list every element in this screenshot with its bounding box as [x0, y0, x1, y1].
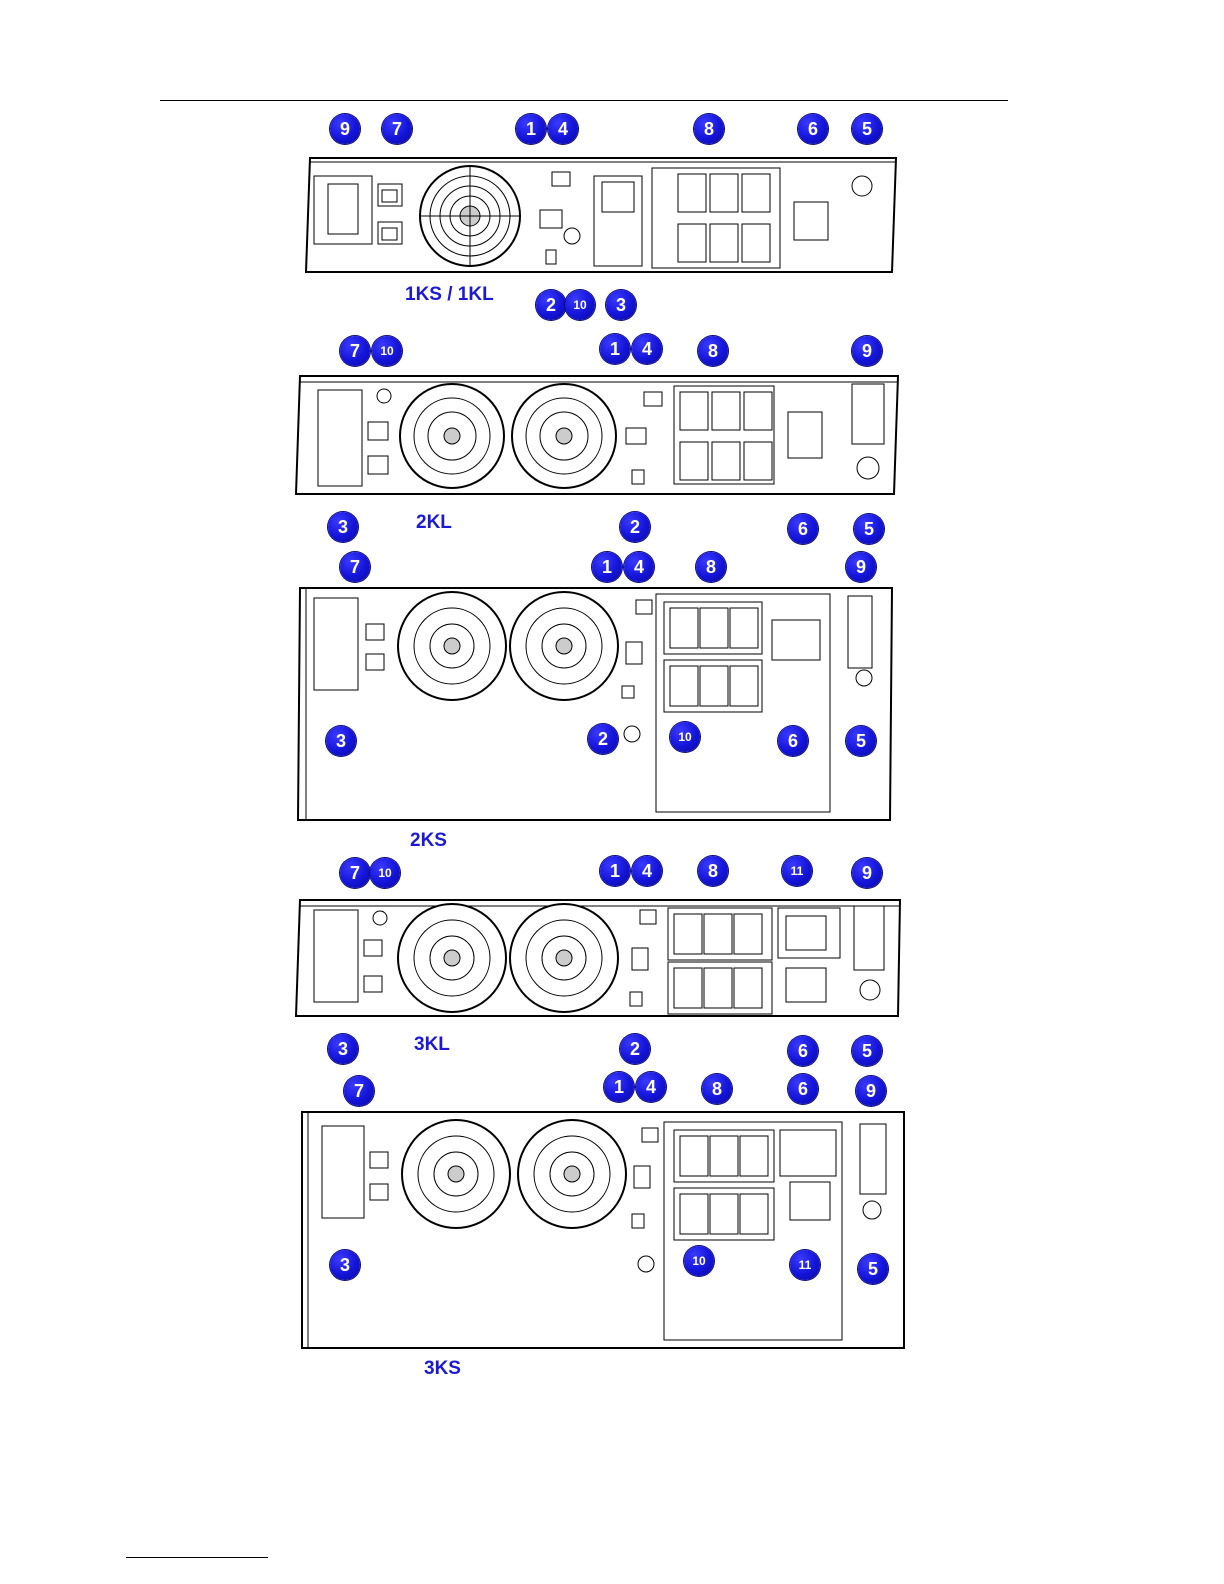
fan-grille-icon — [398, 904, 506, 1012]
callout-3kl-5: 5 — [852, 1036, 882, 1066]
callout-3kl-10: 10 — [370, 858, 400, 888]
rear-panel-1ks-1kl-drawing — [300, 112, 910, 327]
callout-1ks-7: 7 — [382, 114, 412, 144]
callout-3ks-9: 9 — [856, 1076, 886, 1106]
callout-3kl-8: 8 — [698, 856, 728, 886]
callout-3kl-1: 1 — [600, 856, 630, 886]
fan-grille-icon — [400, 384, 504, 488]
callout-3ks-3: 3 — [330, 1250, 360, 1280]
callout-1ks-6: 6 — [798, 114, 828, 144]
callout-2kl-3: 3 — [328, 512, 358, 542]
callout-3ks-1: 1 — [604, 1072, 634, 1102]
callout-2kl-5: 5 — [854, 514, 884, 544]
model-label-1ks-1kl: 1KS / 1KL — [405, 284, 494, 306]
callout-2kl-4: 4 — [632, 334, 662, 364]
callout-3ks-7: 7 — [344, 1076, 374, 1106]
callout-1ks-2: 2 — [536, 290, 566, 320]
panel-1ks-1kl — [300, 112, 910, 327]
callout-1ks-8: 8 — [694, 114, 724, 144]
callout-3ks-11: 11 — [790, 1250, 820, 1280]
callout-3ks-8: 8 — [702, 1074, 732, 1104]
callout-2ks-5: 5 — [846, 726, 876, 756]
callout-3kl-7: 7 — [340, 858, 370, 888]
callout-3kl-4: 4 — [632, 856, 662, 886]
fan-grille-icon — [402, 1120, 510, 1228]
callout-2kl-10: 10 — [372, 336, 402, 366]
callout-3kl-9: 9 — [852, 858, 882, 888]
model-label-3kl: 3KL — [414, 1034, 450, 1056]
callout-2ks-6: 6 — [778, 726, 808, 756]
rear-panel-3ks-drawing — [296, 1110, 911, 1350]
callout-2ks-8: 8 — [696, 552, 726, 582]
callout-3ks-6: 6 — [788, 1074, 818, 1104]
callout-2kl-6: 6 — [788, 514, 818, 544]
callout-3ks-4: 4 — [636, 1072, 666, 1102]
callout-3ks-10: 10 — [684, 1246, 714, 1276]
panel-2ks — [292, 584, 902, 824]
footer-rule — [126, 1557, 268, 1558]
callout-2kl-8: 8 — [698, 336, 728, 366]
callout-1ks-9: 9 — [330, 114, 360, 144]
callout-2kl-2: 2 — [620, 512, 650, 542]
callout-2kl-9: 9 — [852, 336, 882, 366]
callout-1ks-3: 3 — [606, 290, 636, 320]
rear-panel-3kl-drawing — [292, 896, 907, 1020]
callout-2ks-4: 4 — [624, 552, 654, 582]
panel-3kl — [292, 896, 907, 1020]
callout-2ks-1: 1 — [592, 552, 622, 582]
callout-1ks-10: 10 — [565, 290, 595, 320]
fan-grille-icon — [420, 166, 520, 266]
callout-3kl-6: 6 — [788, 1036, 818, 1066]
callout-2ks-2: 2 — [588, 724, 618, 754]
fan-grille-icon — [510, 592, 618, 700]
model-label-2ks: 2KS — [410, 830, 447, 852]
callout-2kl-7: 7 — [340, 336, 370, 366]
fan-grille-icon — [512, 384, 616, 488]
callout-2ks-10: 10 — [670, 722, 700, 752]
callout-1ks-4: 4 — [548, 114, 578, 144]
callout-1ks-5: 5 — [852, 114, 882, 144]
callout-3kl-11: 11 — [782, 856, 812, 886]
callout-2kl-1: 1 — [600, 334, 630, 364]
callout-2ks-9: 9 — [846, 552, 876, 582]
panel-2kl — [292, 372, 907, 502]
header-rule — [160, 100, 1008, 101]
callout-3kl-2: 2 — [620, 1034, 650, 1064]
fan-grille-icon — [510, 904, 618, 1012]
fan-grille-icon — [518, 1120, 626, 1228]
model-label-3ks: 3KS — [424, 1358, 461, 1380]
callout-3ks-5: 5 — [858, 1254, 888, 1284]
callout-2ks-3: 3 — [326, 726, 356, 756]
fan-grille-icon — [398, 592, 506, 700]
callout-1ks-1: 1 — [516, 114, 546, 144]
callout-2ks-7: 7 — [340, 552, 370, 582]
model-label-2kl: 2KL — [416, 512, 452, 534]
panel-3ks — [296, 1110, 911, 1350]
callout-3kl-3: 3 — [328, 1034, 358, 1064]
rear-panel-2kl-drawing — [292, 372, 907, 502]
rear-panel-2ks-drawing — [292, 584, 902, 824]
